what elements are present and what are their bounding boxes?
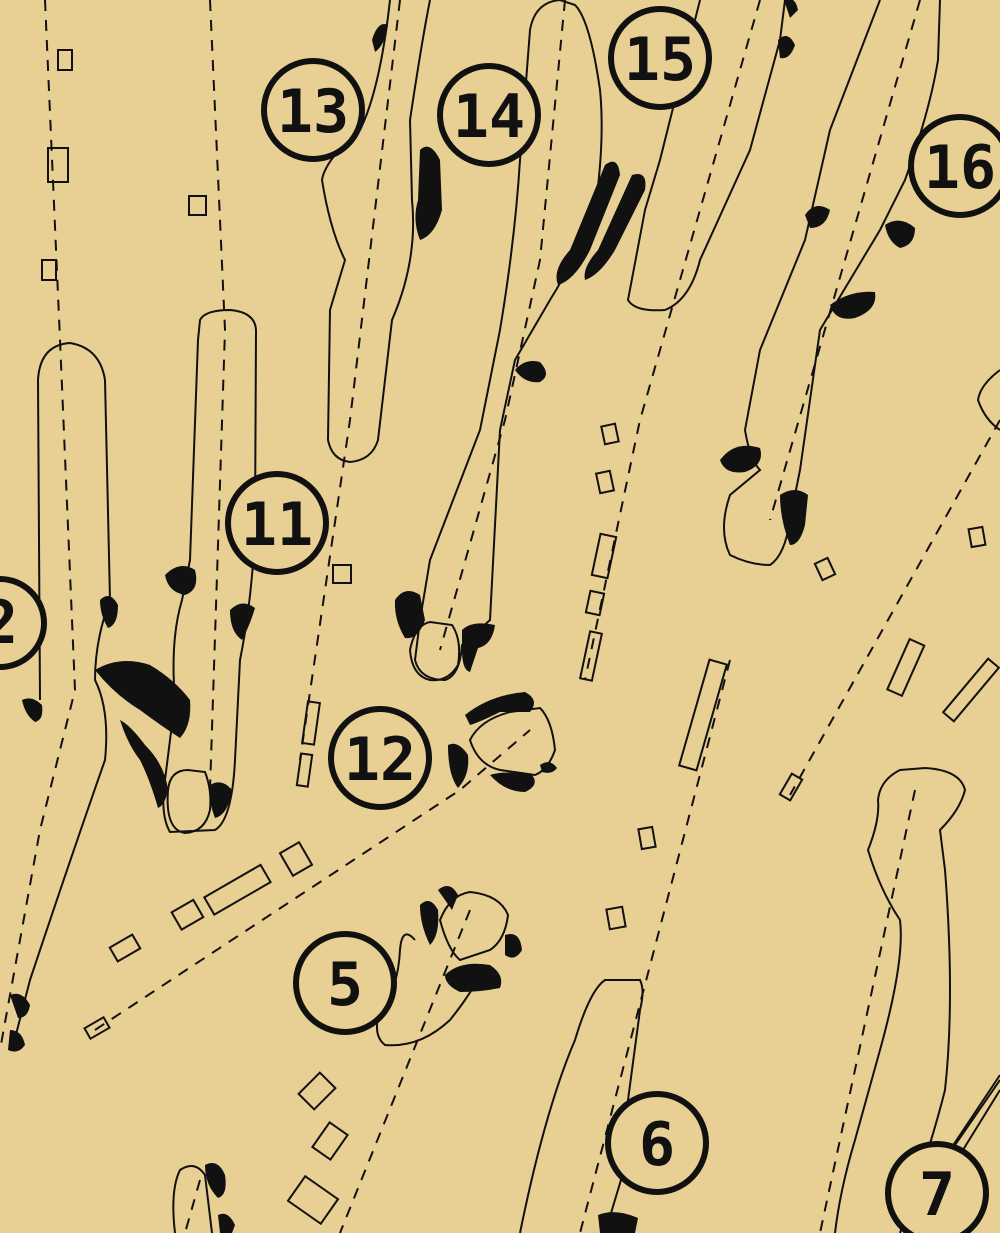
bunkers — [8, 0, 915, 1233]
svg-text:15: 15 — [624, 25, 696, 95]
fairway-6 — [519, 979, 644, 1233]
svg-text:2: 2 — [0, 588, 18, 658]
svg-text:5: 5 — [327, 950, 363, 1020]
green-12 — [468, 706, 557, 777]
hole-marker-7: 7 — [885, 1141, 989, 1233]
svg-text:6: 6 — [639, 1110, 675, 1180]
svg-text:14: 14 — [453, 82, 525, 152]
hole-marker-14: 14 — [437, 63, 541, 167]
hole-markers: 2 13 14 15 16 11 12 5 — [0, 6, 1000, 1233]
svg-text:16: 16 — [924, 133, 996, 203]
fairway-2 — [11, 341, 112, 1051]
fairway-15 — [626, 0, 786, 312]
hole-marker-5: 5 — [293, 931, 397, 1035]
fairway-7 — [834, 766, 967, 1233]
svg-text:13: 13 — [277, 77, 349, 147]
green-5 — [438, 890, 510, 962]
hole-marker-6: 6 — [605, 1091, 709, 1195]
green-11 — [166, 768, 212, 835]
svg-text:11: 11 — [241, 490, 313, 560]
tee-boxes — [41, 49, 1000, 1226]
fairway-right-edge — [976, 369, 1000, 431]
hole-marker-11: 11 — [225, 471, 329, 575]
svg-text:12: 12 — [344, 725, 416, 795]
fairway-5-bottom — [172, 1165, 213, 1233]
hole-marker-12: 12 — [328, 706, 432, 810]
svg-text:7: 7 — [919, 1160, 955, 1230]
hole-marker-16: 16 — [908, 114, 1000, 218]
approach-5 — [375, 933, 481, 1047]
hole-marker-2: 2 — [0, 576, 47, 670]
hole-marker-13: 13 — [261, 58, 365, 162]
fairway-11 — [162, 308, 258, 834]
hole-marker-15: 15 — [608, 6, 712, 110]
